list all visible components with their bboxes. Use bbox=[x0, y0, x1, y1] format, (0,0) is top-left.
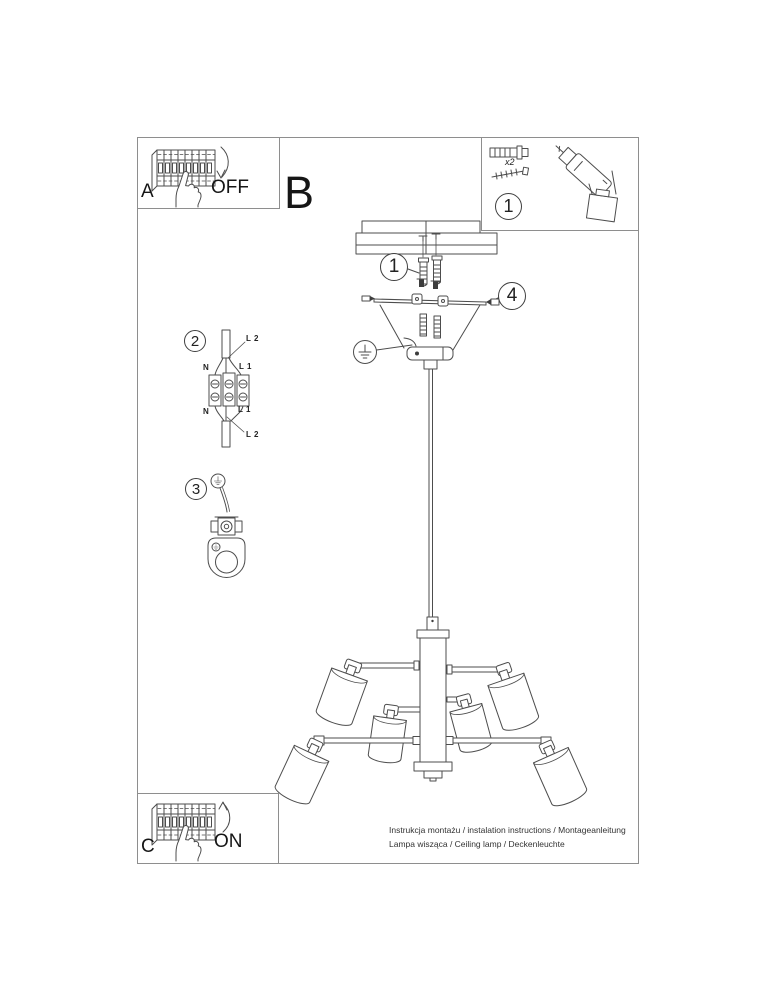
breaker-off-box bbox=[137, 137, 280, 209]
wire-label-n-top: N bbox=[203, 363, 210, 372]
wire-label-l1-bottom: L 1 bbox=[238, 405, 251, 414]
step-c-label: C bbox=[141, 836, 155, 857]
suspension-cable-drawing bbox=[428, 368, 433, 620]
callout-2-badge: 2 bbox=[184, 330, 206, 352]
anchor-quantity-label: x2 bbox=[505, 157, 515, 167]
breaker-on-box bbox=[137, 793, 279, 864]
ceiling-drawing bbox=[355, 220, 498, 258]
section-b-label: B bbox=[284, 167, 315, 218]
parts-box bbox=[481, 137, 639, 231]
on-label: ON bbox=[214, 831, 243, 852]
ground-clamp-drawing bbox=[207, 473, 246, 578]
ceiling-lamp-drawing bbox=[272, 616, 590, 810]
step-a-label: A bbox=[141, 181, 154, 202]
breaker-panel-off-drawing bbox=[151, 146, 229, 208]
footer-subtitle: Lampa wisząca / Ceiling lamp / Deckenleu… bbox=[389, 838, 565, 849]
off-label: OFF bbox=[211, 177, 249, 198]
terminal-block-diagram bbox=[208, 329, 250, 448]
screw-icon bbox=[491, 166, 530, 180]
wire-label-l2-bottom: L 2 bbox=[246, 430, 259, 439]
footer-title: Instrukcja montażu / instalation instruc… bbox=[389, 825, 626, 835]
bracket-assembly-drawing bbox=[361, 278, 501, 370]
earth-ground-icon bbox=[353, 337, 417, 364]
callout-1-badge: 1 bbox=[380, 253, 408, 281]
drill-icon bbox=[555, 145, 619, 223]
breaker-panel-on-drawing bbox=[151, 801, 231, 862]
page-frame bbox=[137, 137, 639, 864]
footer: Instrukcja montażu / instalation instruc… bbox=[389, 824, 626, 851]
wire-label-n-bottom: N bbox=[203, 407, 210, 416]
callout-3-badge: 3 bbox=[185, 478, 207, 500]
callout-4-badge: 4 bbox=[498, 282, 526, 310]
wall-anchor-icon bbox=[489, 145, 529, 160]
ceiling-anchors-drawing bbox=[407, 255, 443, 287]
wire-label-l2-top: L 2 bbox=[246, 334, 259, 343]
wire-label-l1-top: L 1 bbox=[239, 362, 252, 371]
parts-callout-1-badge: 1 bbox=[495, 193, 522, 220]
